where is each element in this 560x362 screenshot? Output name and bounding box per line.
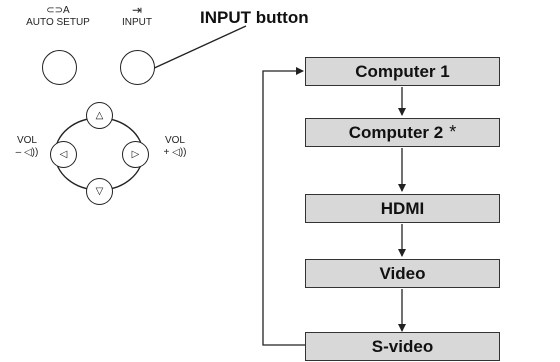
flow-step-computer-2: Computer 2*: [305, 118, 500, 147]
flow-step-s-video: S-video: [305, 332, 500, 361]
flow-step-hdmi: HDMI: [305, 194, 500, 223]
down-arrow-button[interactable]: ▽: [86, 178, 113, 205]
auto-setup-symbol: ⊂⊃A: [46, 5, 70, 16]
callout-leader-line: [149, 25, 247, 71]
vol-up-speaker-icon: + ◁)): [163, 147, 187, 158]
vol-down-button[interactable]: ◁: [50, 141, 77, 168]
flow-step-computer-1: Computer 1: [305, 57, 500, 86]
flow-step-label: Computer 1: [355, 61, 450, 81]
input-label: INPUT: [122, 17, 152, 28]
footnote-asterisk: *: [449, 122, 457, 142]
vol-up-label: VOL: [164, 135, 185, 146]
auto-setup-button[interactable]: [42, 50, 77, 85]
input-icon: ⇥: [131, 3, 143, 17]
flow-step-video: Video: [305, 259, 500, 288]
flow-step-label: Video: [379, 263, 426, 283]
up-arrow-button[interactable]: △: [86, 102, 113, 129]
auto-setup-label: AUTO SETUP: [26, 17, 90, 28]
input-button-callout: INPUT button: [200, 8, 309, 27]
flow-step-label: Computer 2: [348, 122, 444, 142]
flow-step-label: HDMI: [380, 198, 425, 218]
flow-step-label: S-video: [371, 336, 434, 356]
loop-back-arrow: [262, 67, 305, 346]
vol-down-label: VOL: [16, 135, 37, 146]
input-button[interactable]: [120, 50, 155, 85]
vol-down-speaker-icon: – ◁)): [15, 147, 39, 158]
vol-up-button[interactable]: ▷: [122, 141, 149, 168]
